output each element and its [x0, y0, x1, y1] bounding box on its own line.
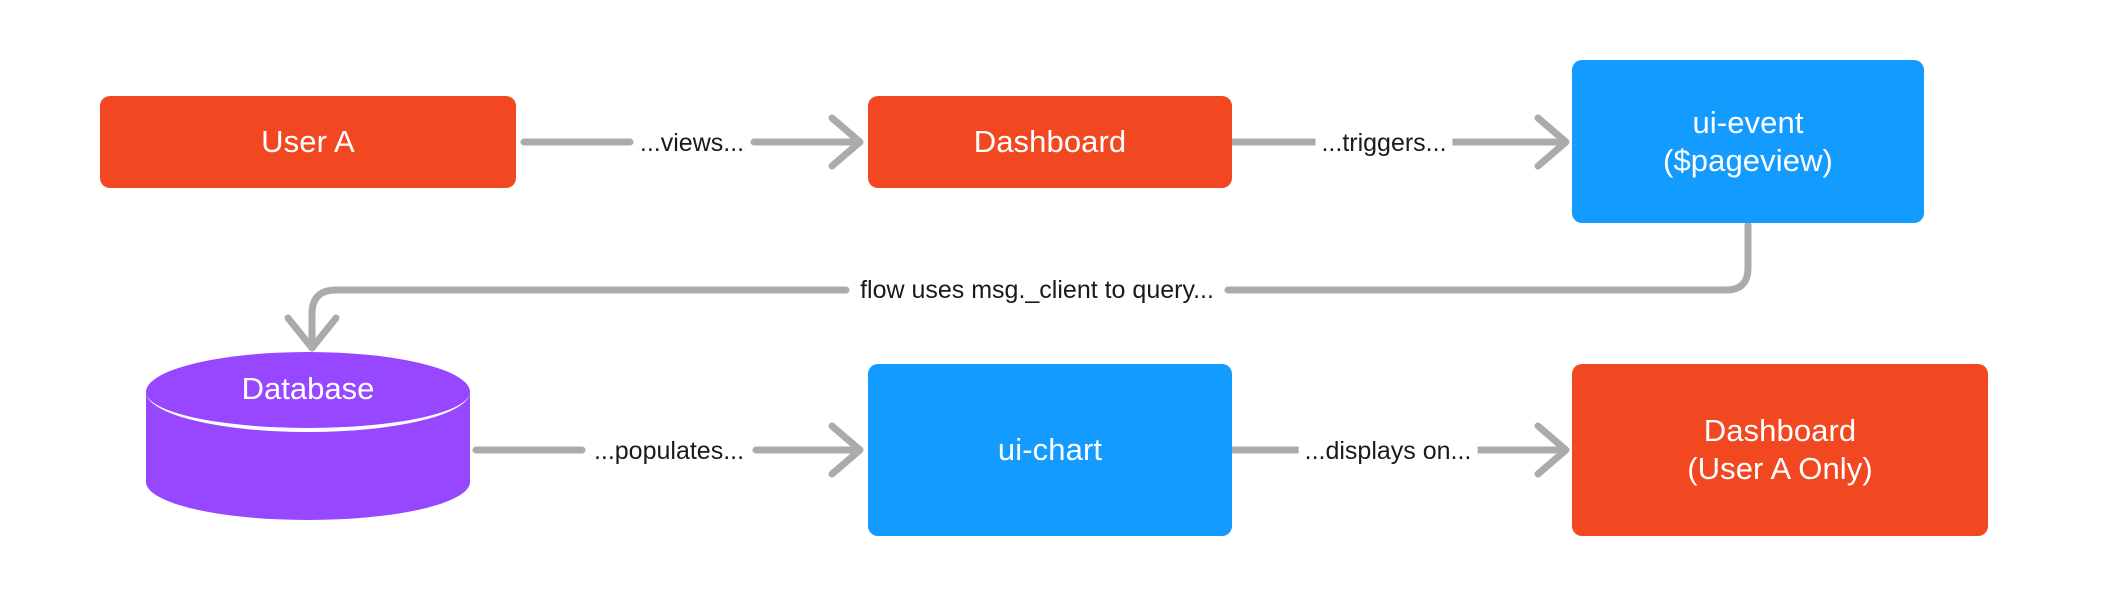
node-dashboard-top-label: Dashboard	[973, 124, 1127, 160]
edge-displays-arrowhead	[1534, 422, 1570, 478]
node-dashboard-bottom-label: Dashboard	[1703, 413, 1857, 449]
node-ui-chart[interactable]: ui-chart	[868, 364, 1232, 536]
node-ui-event-sublabel: ($pageview)	[1663, 142, 1833, 178]
edge-query-arrowhead	[284, 314, 340, 352]
database-cylinder-top	[146, 352, 470, 432]
edge-label-populates: ...populates...	[587, 436, 751, 466]
edge-label-query: flow uses msg._client to query...	[854, 275, 1220, 305]
node-ui-event[interactable]: ui-event ($pageview)	[1572, 60, 1924, 223]
edge-query-line-left	[308, 286, 850, 350]
edge-views-arrowhead	[828, 114, 864, 170]
edge-populates-arrowhead	[828, 422, 864, 478]
node-database-label: Database	[241, 371, 375, 406]
node-dashboard-top[interactable]: Dashboard	[868, 96, 1232, 188]
node-ui-chart-label: ui-chart	[997, 432, 1103, 468]
edge-label-triggers: ...triggers...	[1315, 128, 1453, 158]
node-user-a-label: User A	[261, 124, 355, 160]
node-database[interactable]: Database	[146, 352, 470, 520]
edge-query-line-right	[1224, 221, 1752, 294]
node-user-a[interactable]: User A	[100, 96, 516, 188]
edge-label-views: ...views...	[633, 128, 751, 158]
edge-triggers-arrowhead	[1534, 114, 1570, 170]
edge-label-displays: ...displays on...	[1298, 436, 1478, 466]
node-dashboard-bottom-sublabel: (User A Only)	[1687, 451, 1873, 486]
node-dashboard-bottom[interactable]: Dashboard (User A Only)	[1572, 364, 1988, 536]
node-ui-event-label: ui-event	[1692, 104, 1804, 140]
